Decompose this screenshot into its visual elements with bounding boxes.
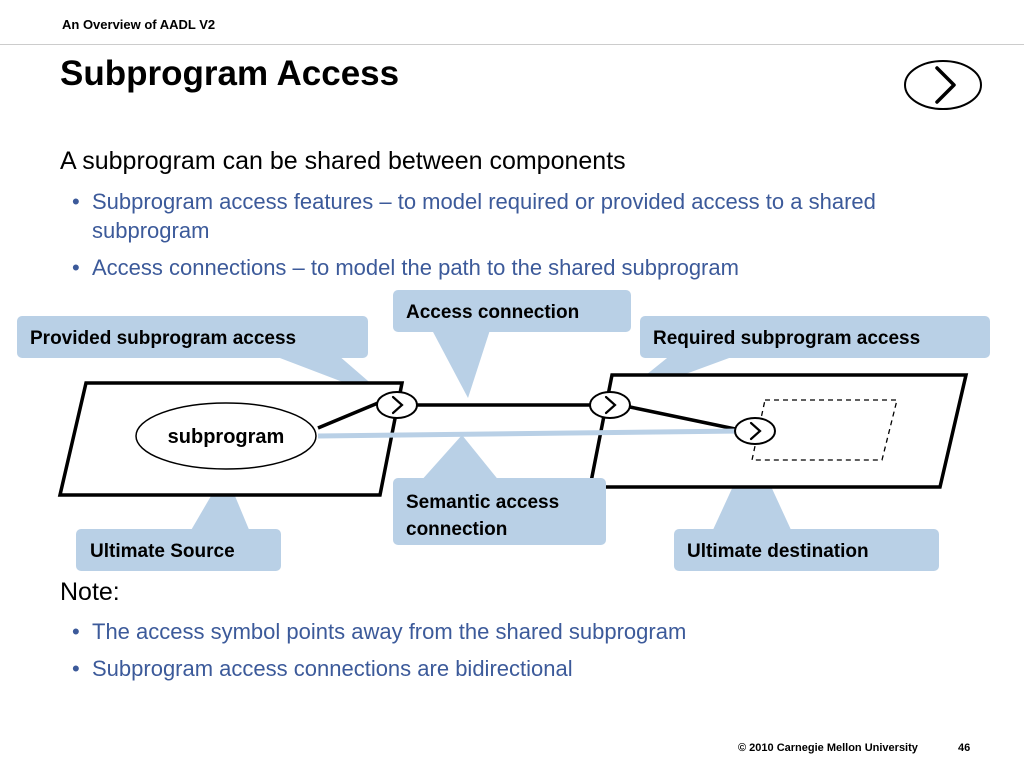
footer-copyright: © 2010 Carnegie Mellon University bbox=[738, 742, 918, 754]
destination-connection-line bbox=[629, 405, 741, 432]
semantic-connection-pointer bbox=[420, 435, 500, 482]
note-heading: Note: bbox=[60, 578, 120, 606]
subprogram-label: subprogram bbox=[168, 426, 285, 448]
semantic-connection-callout bbox=[393, 478, 606, 545]
semantic-connection-line bbox=[317, 428, 743, 439]
next-slide-button[interactable] bbox=[903, 59, 983, 111]
header-divider bbox=[0, 44, 1024, 45]
presentation-title: An Overview of AADL V2 bbox=[62, 17, 216, 32]
ultimate-destination-callout bbox=[674, 529, 939, 571]
required-access-label: Required subprogram access bbox=[653, 328, 920, 349]
semantic-connection-label-line2: connection bbox=[406, 519, 507, 540]
note-bullet-item: Subprogram access connections are bidire… bbox=[72, 654, 952, 683]
subprogram-ellipse bbox=[135, 402, 317, 470]
ultimate-source-callout bbox=[76, 529, 281, 571]
subprogram-access-diagram: subprogram Access connection Provided su… bbox=[17, 290, 990, 571]
provided-access-callout bbox=[17, 316, 368, 358]
semantic-connection-label-line1: Semantic access bbox=[406, 492, 559, 513]
page-title: Subprogram Access bbox=[60, 54, 400, 93]
note-bullet-list: The access symbol points away from the s… bbox=[72, 617, 952, 691]
required-access-symbol bbox=[589, 391, 631, 419]
ultimate-source-pointer bbox=[190, 472, 250, 532]
access-connection-pointer bbox=[432, 330, 490, 398]
chevron-right-icon bbox=[604, 395, 617, 415]
ultimate-source-label: Ultimate Source bbox=[90, 541, 235, 562]
bullet-item: Subprogram access features – to model re… bbox=[72, 187, 952, 245]
page-number: 46 bbox=[958, 742, 971, 754]
required-access-callout bbox=[640, 316, 990, 358]
feature-bullet-list: Subprogram access features – to model re… bbox=[72, 187, 952, 290]
note-bullet-item: The access symbol points away from the s… bbox=[72, 617, 952, 646]
chevron-right-icon bbox=[749, 421, 762, 441]
access-connection-callout bbox=[393, 290, 631, 332]
destination-access-symbol bbox=[734, 417, 776, 445]
access-connection-label: Access connection bbox=[406, 302, 579, 323]
provided-access-symbol bbox=[376, 391, 418, 419]
bullet-item: Access connections – to model the path t… bbox=[72, 253, 952, 282]
provided-access-label: Provided subprogram access bbox=[30, 328, 296, 349]
destination-component bbox=[587, 373, 969, 489]
chevron-right-icon bbox=[935, 66, 956, 104]
source-connection-line bbox=[317, 401, 379, 430]
chevron-right-icon bbox=[391, 395, 404, 415]
intro-text: A subprogram can be shared between compo… bbox=[60, 147, 626, 175]
ultimate-destination-label: Ultimate destination bbox=[687, 541, 869, 562]
